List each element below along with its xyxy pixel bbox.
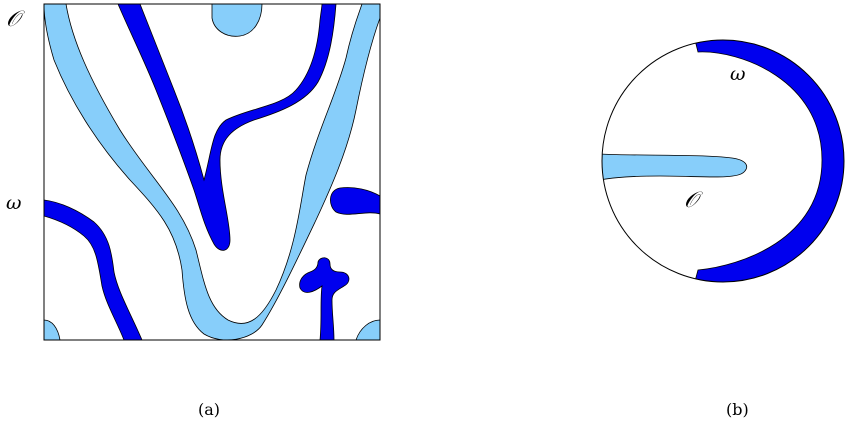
panel-b-caption: (b) <box>726 400 749 419</box>
panel-a-dark-band-v <box>117 4 337 251</box>
panel-a-light-corner-br <box>355 319 380 340</box>
panel-a-dark-blob-right <box>330 187 380 215</box>
panel-a-dark-tree <box>299 257 350 340</box>
panel-b-label-O: 𝒪 <box>684 188 698 213</box>
panel-a-light-band-main <box>44 4 380 340</box>
panel-a-light-blob-top <box>211 4 263 37</box>
panel-b-disc-border <box>601 39 845 283</box>
panel-a-label-omega: ω <box>6 192 22 214</box>
panel-a-label-O: 𝒪 <box>6 7 20 32</box>
panel-b-light-finger <box>602 153 748 181</box>
panel-a-light-corner-bl <box>44 319 61 340</box>
panel-b <box>602 40 844 282</box>
panel-a <box>44 4 380 340</box>
panel-a-square-border <box>43 3 381 341</box>
panel-b-label-omega: ω <box>730 63 746 85</box>
panel-a-caption: (a) <box>198 400 221 419</box>
panel-a-dark-band-left <box>44 199 143 340</box>
